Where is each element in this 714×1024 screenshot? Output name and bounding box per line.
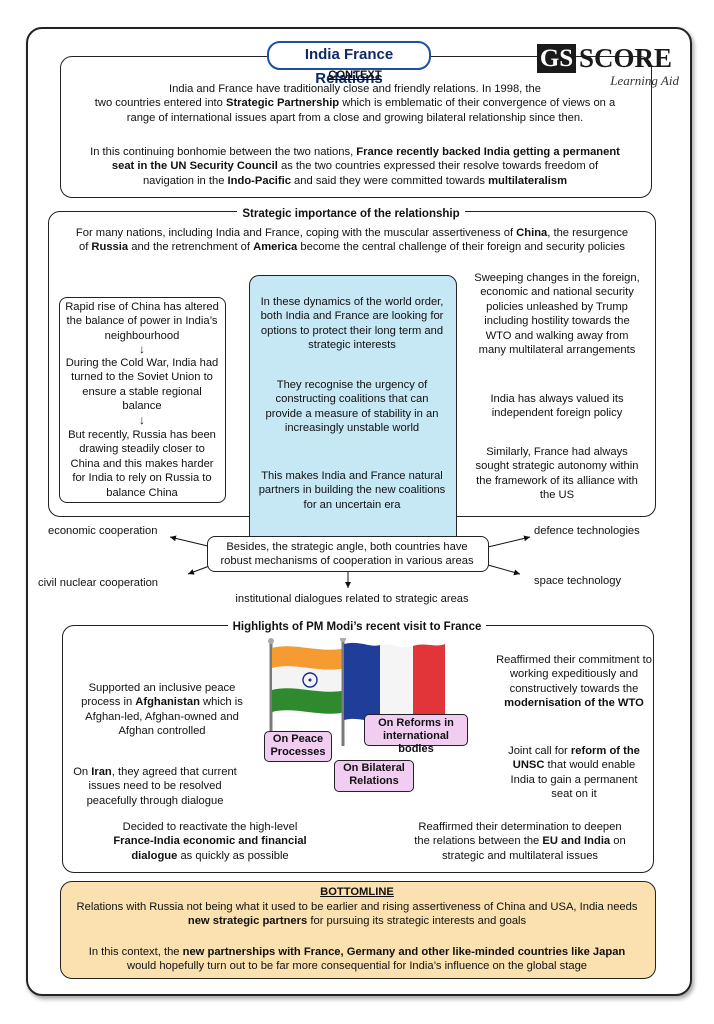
coop-institutional: institutional dialogues related to strat… <box>235 593 469 605</box>
strategic-intro-a-bold: China <box>516 227 548 239</box>
logo-gs: GS <box>537 44 576 73</box>
right-item-3: Similarly, France had always sought stra… <box>475 446 639 502</box>
strategic-intro-b-bold2: America <box>253 241 298 254</box>
afghan-rest: which is Afghan-led, Afghan-owned and Af… <box>85 696 243 738</box>
wto-pre: Reaffirmed their commitment to working e… <box>496 654 652 695</box>
coop-defence: defence technologies <box>534 525 640 537</box>
bottomline-p2-a-bold: new partnerships with France, Germany an… <box>182 946 626 958</box>
afghan-pre: Supported an inclusive peace process in <box>81 682 236 709</box>
strategic-intro-a-pre: For many nations, including India and Fr… <box>75 227 517 239</box>
gs-score-logo: GS SCORE Learning Aid <box>537 43 679 92</box>
dialogue-pre: Decided to reactivate the high-level <box>122 821 298 833</box>
iran-pre: On <box>73 766 92 778</box>
dialogue-bold: France-India economic and financial dial… <box>113 835 307 862</box>
context-p1-b: two countries entered into <box>94 97 226 110</box>
eu-rest: on strategic and multilateral issues <box>441 835 626 862</box>
left-item-2: During the Cold War, India had turned to… <box>65 357 219 413</box>
unsc-pre: Joint call for <box>508 745 571 757</box>
context-p1-c: range of international issues apart from… <box>126 111 584 124</box>
strategic-heading: Strategic importance of the relationship <box>237 208 465 220</box>
bottomline-p1-b-bold: new strategic partners <box>187 915 308 928</box>
strategic-heading-wrap: Strategic importance of the relationship <box>48 204 654 222</box>
dialogue-rest: as quickly as possible <box>177 849 289 862</box>
bottomline-paragraph-2: In this context, the new partnerships wi… <box>62 945 652 974</box>
right-item-1: Sweeping changes in the foreign, economi… <box>474 272 640 357</box>
logo-score: SCORE <box>579 43 673 73</box>
context-p2-a: In this continuing bonhomie between the … <box>90 146 357 158</box>
india-france-flags-icon <box>268 638 445 746</box>
context-p2-b-bold: seat in the UN Security Council <box>111 160 278 173</box>
strategic-intro-b-bold1: Russia <box>91 241 129 254</box>
context-p2-c-bold2: multilateralism <box>488 174 568 187</box>
page-frame <box>26 27 692 996</box>
center-item-3: This makes India and France natural part… <box>258 470 446 511</box>
context-p1-a: India and France have traditionally clos… <box>169 83 541 95</box>
logo-subtitle: Learning Aid <box>610 73 679 88</box>
down-arrow-icon: ↓ <box>139 413 145 427</box>
center-item-2: They recognise the urgency of constructi… <box>265 379 439 435</box>
cooperation-box <box>207 536 489 572</box>
cooperation-center: Besides, the strategic angle, both count… <box>220 541 474 568</box>
bottomline-p1-a: Relations with Russia not being what it … <box>76 901 638 913</box>
context-p1-b-rest: which is emblematic of their convergence… <box>339 97 616 110</box>
dialogue-item: Decided to reactivate the high-level Fra… <box>112 820 308 863</box>
bottomline-p1-b-rest: for pursuing its strategic interests and… <box>307 915 527 928</box>
eu-pre: Reaffirmed their determination to deepen… <box>414 821 622 848</box>
eu-bold: EU and India <box>542 835 611 848</box>
center-item-1: In these dynamics of the world order, bo… <box>260 296 444 352</box>
context-p2-c-pre: navigation in the <box>142 174 228 187</box>
unsc-bold: reform of the UNSC <box>512 745 640 772</box>
unsc-item: Joint call for reform of the UNSC that w… <box>500 744 648 802</box>
down-arrow-icon: ↓ <box>139 342 145 356</box>
context-p2-c-bold1: Indo-Pacific <box>227 174 291 187</box>
coop-economic: economic cooperation <box>48 525 158 537</box>
unsc-rest: that would enable India to gain a perman… <box>510 759 638 801</box>
context-p2-b-rest: as the two countries expressed their res… <box>277 160 599 173</box>
wto-item: Reaffirmed their commitment to working e… <box>496 653 652 711</box>
right-item-2: India has always valued its independent … <box>490 393 624 420</box>
strategic-intro-b-rest: become the central challenge of their fo… <box>297 241 626 254</box>
left-item-3: But recently, Russia has been drawing st… <box>68 429 216 499</box>
highlights-heading: Highlights of PM Modi’s recent visit to … <box>227 621 487 633</box>
iran-bold: Iran <box>91 766 112 778</box>
context-p1-b-bold: Strategic Partnership <box>225 97 340 110</box>
center-dynamics-box <box>249 275 457 547</box>
context-heading: CONTEXT <box>328 69 382 81</box>
iran-item: On Iran, they agreed that current issues… <box>64 765 246 808</box>
reforms-label: On Reforms in international bodies <box>364 714 468 755</box>
bottomline-box <box>60 881 656 979</box>
bottomline-heading: BOTTOMLINE <box>320 886 394 898</box>
bottomline-p2-a-pre: In this context, the <box>88 946 183 958</box>
china-russia-box <box>59 297 226 503</box>
left-item-1: Rapid rise of China has altered the bala… <box>65 301 219 342</box>
iran-rest: , they agreed that current issues need t… <box>86 766 237 807</box>
peace-processes-label: On Peace Processes <box>264 731 332 762</box>
eu-india-item: Reaffirmed their determination to deepen… <box>410 820 630 863</box>
strategic-intro-b-mid: and the retrenchment of <box>128 241 254 254</box>
coop-space: space technology <box>534 575 622 587</box>
bilateral-relations-label: On Bilateral Relations <box>334 760 414 792</box>
strategic-intro-b-pre: of <box>78 241 92 254</box>
page-title: India France Relations <box>267 41 431 87</box>
coop-nuclear: civil nuclear cooperation <box>38 577 159 589</box>
context-box <box>60 56 652 198</box>
strategic-intro-a-rest: , the resurgence <box>547 227 629 239</box>
afghan-bold: Afghanistan <box>135 696 200 709</box>
strategic-intro: For many nations, including India and Fr… <box>54 226 650 255</box>
afghanistan-item: Supported an inclusive peace process in … <box>80 681 244 739</box>
context-paragraph-1: India and France have traditionally clos… <box>62 82 648 125</box>
wto-bold: modernisation of the WTO <box>504 697 644 710</box>
highlights-heading-wrap: Highlights of PM Modi’s recent visit to … <box>62 617 652 635</box>
bottomline-p2-b: would hopefully turn out to be far more … <box>126 960 588 973</box>
context-p2-a-bold: France recently backed India getting a p… <box>356 146 620 158</box>
context-p2-c-mid: and said they were committed towards <box>290 174 489 187</box>
bottomline-paragraph-1: Relations with Russia not being what it … <box>62 900 652 929</box>
context-paragraph-2: In this continuing bonhomie between the … <box>62 145 648 188</box>
